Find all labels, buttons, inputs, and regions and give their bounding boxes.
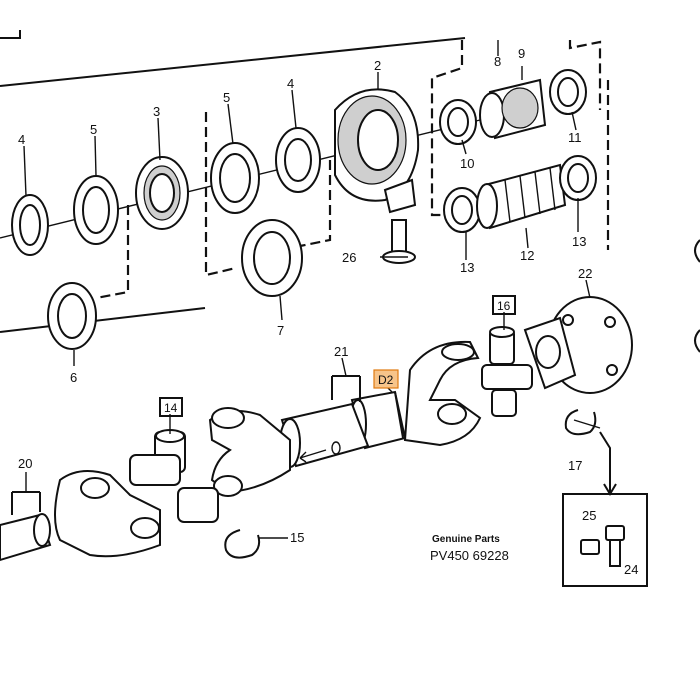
kit-arrow-line	[599, 431, 611, 492]
seal-ring-6	[47, 282, 97, 350]
frame-corner	[0, 30, 21, 39]
callout-9: 9	[518, 46, 525, 61]
bolt-24	[605, 525, 625, 567]
dimension-line-d2	[394, 391, 404, 439]
frame-line-lower	[0, 307, 206, 333]
bellows-12	[476, 163, 567, 230]
nut-25	[580, 539, 600, 555]
callout-16: 16	[497, 299, 511, 313]
bracket-seal-group-right	[299, 160, 332, 248]
callout-4a: 4	[18, 132, 25, 147]
seal-ring-4b	[275, 127, 321, 193]
callout-box-16	[492, 295, 516, 315]
edge-mark-1	[694, 239, 700, 263]
bracket-seal-group	[204, 112, 237, 277]
shaft-21	[279, 402, 370, 468]
ring-10	[439, 99, 477, 145]
ring-11	[549, 69, 587, 115]
ring-13a	[443, 187, 481, 233]
callout-5a: 5	[90, 122, 97, 137]
callout-8: 8	[494, 54, 501, 69]
frame-line-top	[0, 37, 466, 87]
seal-ring-4a	[11, 194, 49, 256]
callout-24: 24	[624, 562, 638, 577]
highlight-label-d2: D2	[378, 373, 394, 387]
part-number-label: PV450 69228	[430, 548, 509, 563]
callout-11: 11	[568, 130, 582, 145]
callout-20: 20	[18, 456, 32, 471]
callout-2: 2	[374, 58, 381, 73]
callout-13b: 13	[572, 234, 586, 249]
callout-7: 7	[277, 323, 284, 338]
callout-26: 26	[342, 250, 356, 265]
callout-14: 14	[164, 401, 178, 415]
bush-9	[479, 78, 547, 140]
circlip-15	[224, 529, 261, 559]
flange-22	[523, 296, 633, 394]
callout-21: 21	[334, 344, 348, 359]
callout-10: 10	[460, 156, 474, 171]
callout-17: 17	[568, 458, 582, 473]
seal-ring-5b	[210, 142, 260, 214]
bracket-21	[331, 375, 361, 402]
edge-mark-2	[694, 329, 700, 353]
bearing-housing-2	[334, 88, 420, 214]
callout-25: 25	[582, 508, 596, 523]
leader-lines	[23, 40, 601, 539]
callout-12: 12	[520, 248, 534, 263]
callout-5b: 5	[223, 90, 230, 105]
callout-15: 15	[290, 530, 304, 545]
genuine-parts-label: Genuine Parts	[432, 534, 500, 545]
yoke-lower	[208, 407, 291, 497]
ring-13b	[559, 155, 597, 201]
callout-box-14	[159, 397, 183, 417]
bracket-right-top	[568, 40, 602, 110]
yoke-left	[0, 470, 161, 562]
bracket-20	[11, 491, 41, 515]
kit-box	[562, 493, 648, 587]
highlight-box-d2	[373, 369, 399, 389]
callout-3: 3	[153, 104, 160, 119]
seal-ring-7	[241, 219, 303, 297]
callout-22: 22	[578, 266, 592, 281]
callout-4b: 4	[287, 76, 294, 91]
bearing-3	[135, 156, 189, 230]
circlip-17	[564, 409, 597, 436]
uj-cross-16	[481, 326, 533, 417]
bracket-left	[95, 205, 130, 300]
seal-ring-5a	[73, 175, 119, 245]
callout-13a: 13	[460, 260, 474, 275]
yoke-upper	[403, 340, 482, 447]
callout-6: 6	[70, 370, 77, 385]
